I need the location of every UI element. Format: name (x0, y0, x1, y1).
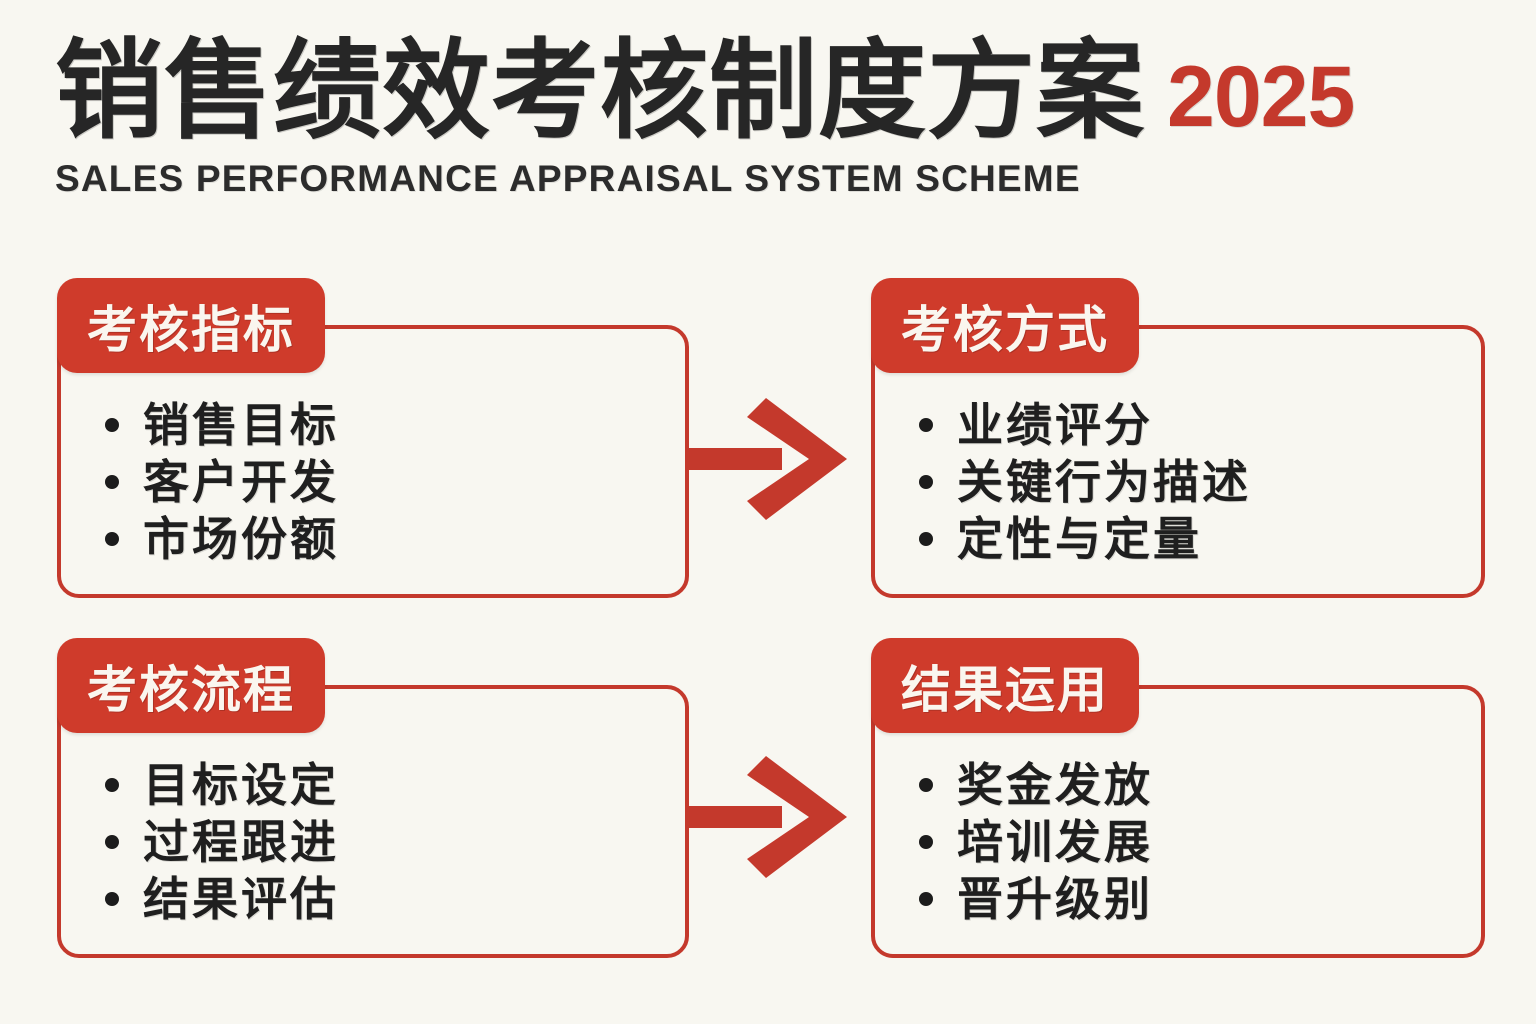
bullet-dot-icon (919, 777, 933, 792)
bullet-dot-icon (919, 891, 933, 906)
list-item-label: 客户开发 (143, 455, 339, 508)
bullet-dot-icon (105, 531, 119, 546)
card-badge-results[interactable]: 结果运用 (871, 638, 1139, 733)
list-item[interactable]: 晋升级别 (919, 870, 1465, 927)
card-badge-methods[interactable]: 考核方式 (871, 278, 1139, 373)
list-item[interactable]: 业绩评分 (919, 396, 1465, 453)
card-badge-metrics[interactable]: 考核指标 (57, 278, 325, 373)
list-item-label: 晋升级别 (957, 872, 1153, 925)
list-item[interactable]: 奖金发放 (919, 756, 1465, 813)
card-body-metrics: 销售目标 客户开发 市场份额 (105, 396, 669, 567)
bullet-dot-icon (105, 474, 119, 489)
list-item[interactable]: 客户开发 (105, 453, 669, 510)
poster-header: 销售绩效考核制度方案 2025 SALES PERFORMANCE APPRAI… (55, 30, 1495, 200)
card-body-methods: 业绩评分 关键行为描述 定性与定量 (919, 396, 1465, 567)
list-item[interactable]: 市场份额 (105, 510, 669, 567)
list-item-label: 目标设定 (143, 758, 339, 811)
title-row: 销售绩效考核制度方案 2025 (55, 30, 1495, 151)
bullet-dot-icon (105, 891, 119, 906)
list-item[interactable]: 销售目标 (105, 396, 669, 453)
card-methods[interactable]: 考核方式 业绩评分 关键行为描述 定性与定量 (871, 278, 1485, 598)
card-badge-label: 结果运用 (901, 661, 1109, 718)
bullet-dot-icon (105, 834, 119, 849)
list-item-label: 结果评估 (143, 872, 339, 925)
card-results[interactable]: 结果运用 奖金发放 培训发展 晋升级别 (871, 638, 1485, 958)
list-item-label: 培训发展 (957, 815, 1153, 868)
list-item-label: 过程跟进 (143, 815, 339, 868)
list-item[interactable]: 目标设定 (105, 756, 669, 813)
list-item-label: 定性与定量 (957, 512, 1202, 565)
list-item[interactable]: 过程跟进 (105, 813, 669, 870)
list-item-label: 业绩评分 (957, 398, 1153, 451)
list-item-label: 销售目标 (143, 398, 339, 451)
card-badge-label: 考核流程 (87, 661, 295, 718)
list-item[interactable]: 关键行为描述 (919, 453, 1465, 510)
bullet-dot-icon (919, 834, 933, 849)
arrow-right-icon-top (685, 398, 847, 520)
card-frame (871, 685, 1485, 958)
arrow-right-icon-bottom (685, 756, 847, 878)
list-item[interactable]: 定性与定量 (919, 510, 1465, 567)
list-item-label: 关键行为描述 (957, 455, 1251, 508)
list-item[interactable]: 培训发展 (919, 813, 1465, 870)
bullet-dot-icon (919, 531, 933, 546)
title-year: 2025 (1167, 49, 1355, 146)
page-subtitle: SALES PERFORMANCE APPRAISAL SYSTEM SCHEM… (55, 158, 1081, 200)
card-metrics[interactable]: 考核指标 销售目标 客户开发 市场份额 (57, 278, 689, 598)
bullet-dot-icon (919, 417, 933, 432)
card-process[interactable]: 考核流程 目标设定 过程跟进 结果评估 (57, 638, 689, 958)
card-body-results: 奖金发放 培训发展 晋升级别 (919, 756, 1465, 927)
list-item[interactable]: 结果评估 (105, 870, 669, 927)
card-frame (871, 325, 1485, 598)
card-body-process: 目标设定 过程跟进 结果评估 (105, 756, 669, 927)
card-badge-label: 考核指标 (87, 301, 295, 358)
bullet-dot-icon (919, 474, 933, 489)
page-title: 销售绩效考核制度方案 (55, 30, 1146, 151)
list-item-label: 市场份额 (143, 512, 339, 565)
bullet-dot-icon (105, 417, 119, 432)
card-badge-process[interactable]: 考核流程 (57, 638, 325, 733)
card-badge-label: 考核方式 (901, 301, 1109, 358)
bullet-dot-icon (105, 777, 119, 792)
list-item-label: 奖金发放 (957, 758, 1153, 811)
